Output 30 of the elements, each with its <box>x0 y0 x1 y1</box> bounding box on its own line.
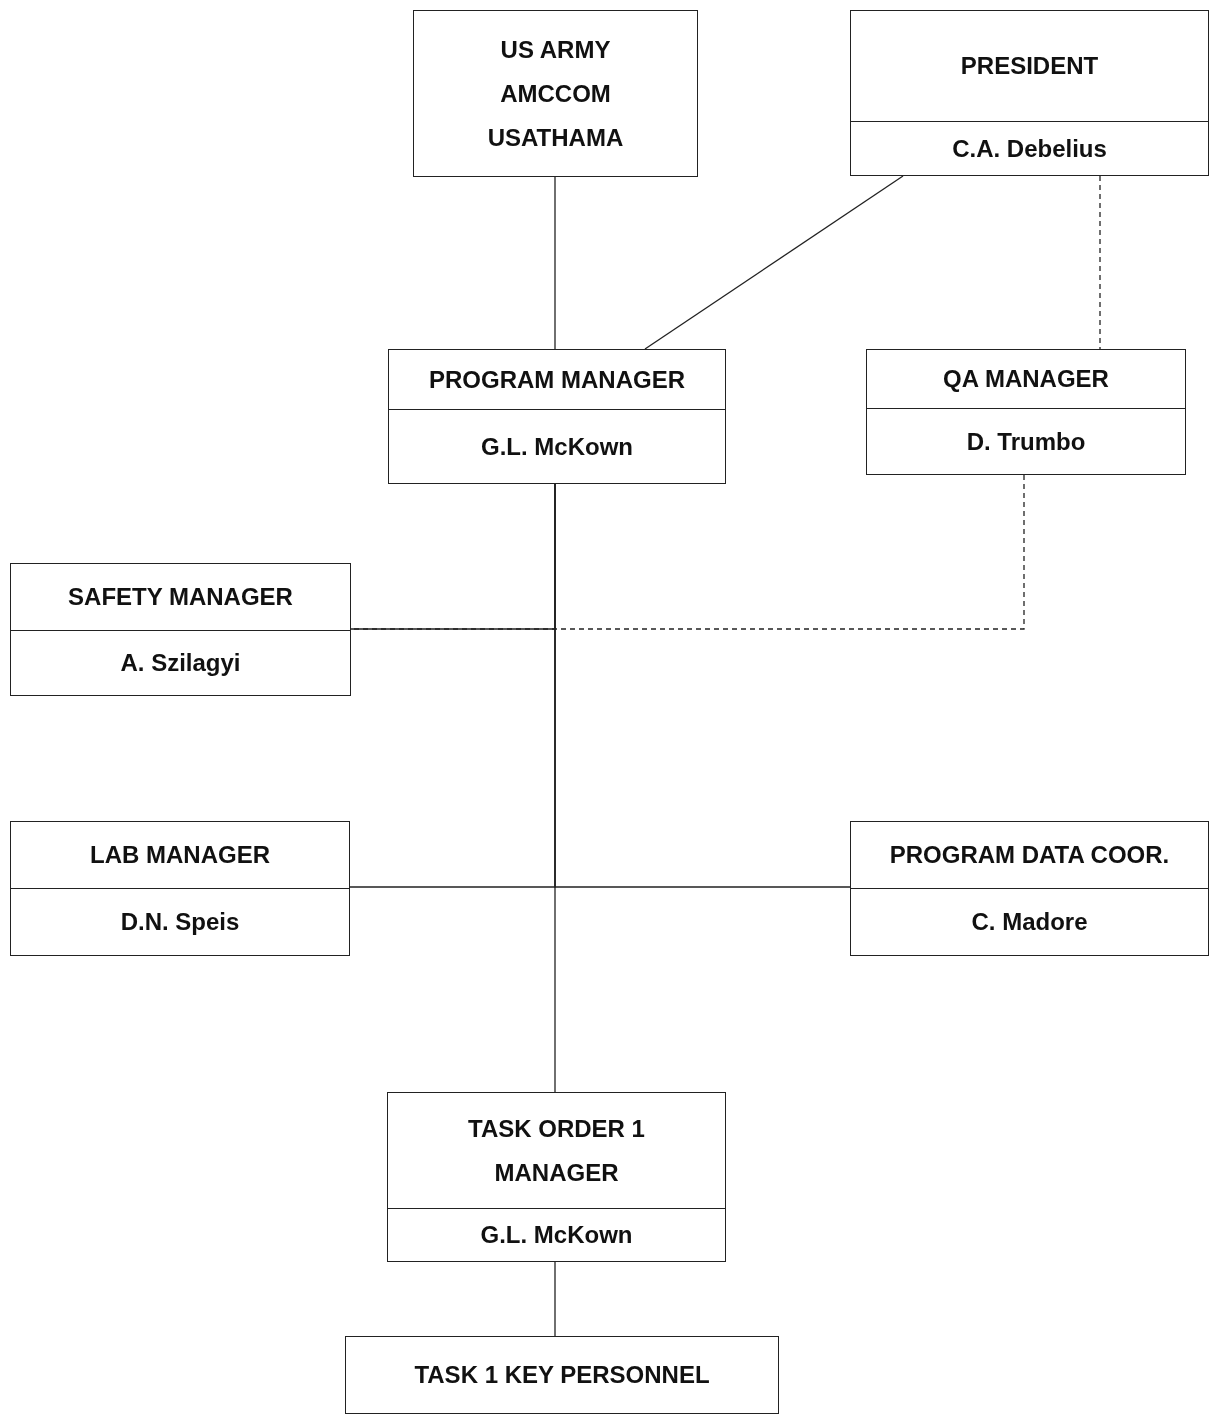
person-name: C. Madore <box>971 907 1088 937</box>
person-name: A. Szilagyi <box>120 648 241 678</box>
role-title: PROGRAM DATA COOR. <box>889 840 1170 870</box>
person-name: G.L. McKown <box>481 431 633 462</box>
role-title: US ARMY AMCCOM USATHAMA <box>486 34 625 153</box>
person-name: G.L. McKown <box>480 1220 633 1250</box>
role-box <box>850 821 1209 956</box>
connector-line <box>554 1261 556 1337</box>
role-title: PROGRAM MANAGER <box>429 364 685 395</box>
org-box <box>413 10 698 177</box>
person-name: C.A. Debelius <box>952 133 1107 164</box>
person-name: D.N. Speis <box>120 907 240 937</box>
connector-line <box>644 175 904 350</box>
role-title: QA MANAGER <box>943 364 1109 394</box>
role-box <box>850 10 1209 176</box>
connector-line <box>554 483 556 1093</box>
person-name: D. Trumbo <box>966 426 1086 457</box>
role-box <box>388 349 726 484</box>
role-title: TASK ORDER 1 MANAGER <box>467 1113 646 1188</box>
role-box <box>387 1092 726 1262</box>
org-box <box>345 1336 779 1414</box>
role-box <box>10 821 350 956</box>
role-title: SAFETY MANAGER <box>68 582 293 612</box>
role-title: PRESIDENT <box>960 51 1099 81</box>
dashed-connector <box>1099 175 1101 350</box>
role-box <box>10 563 351 696</box>
role-box <box>866 349 1186 475</box>
connector-line <box>554 176 556 350</box>
role-title: TASK 1 KEY PERSONNEL <box>414 1360 710 1390</box>
role-title: LAB MANAGER <box>90 840 270 870</box>
